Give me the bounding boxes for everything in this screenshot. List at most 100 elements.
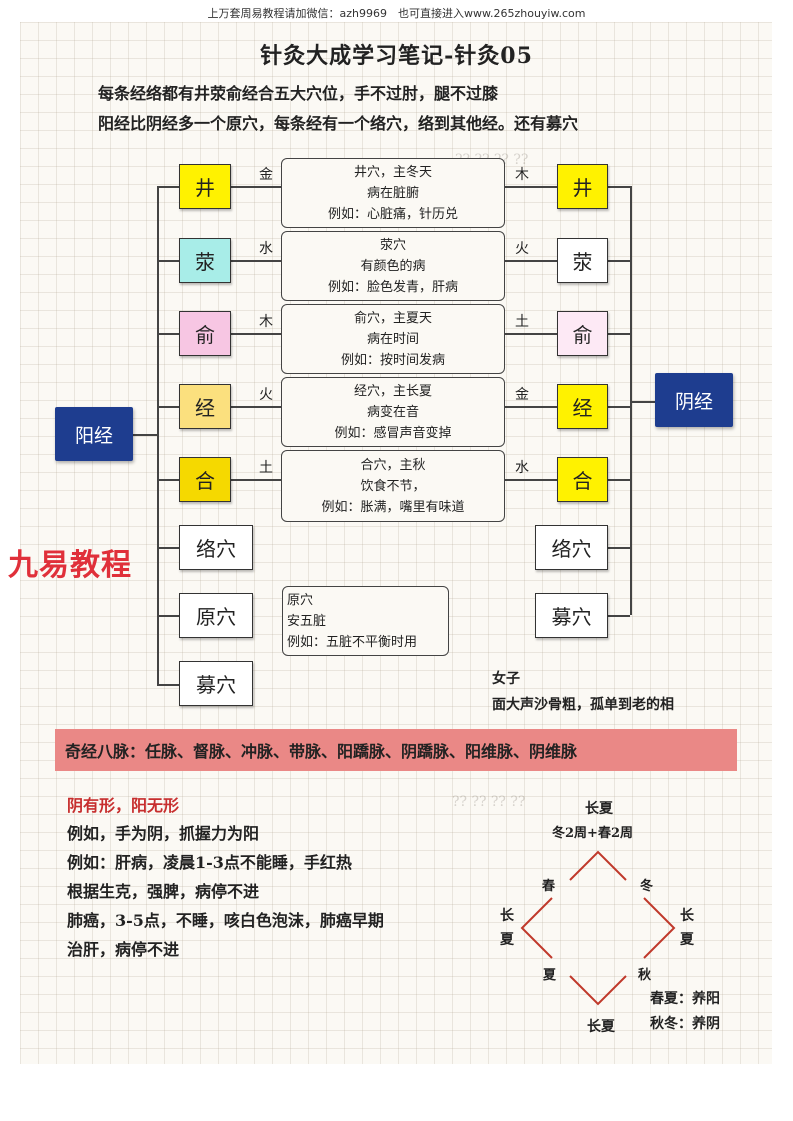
faint-watermark: ?? ?? ?? ?? bbox=[452, 794, 526, 810]
desc-line: 例如：脸色发青，肝病 bbox=[327, 279, 458, 295]
desc-line: 井穴，主冬天 bbox=[353, 164, 432, 180]
cycle-legend-autumn-winter: 秋冬：养阴 bbox=[650, 1016, 720, 1032]
connector bbox=[608, 615, 630, 617]
desc-line: 例如：感冒声音变掉 bbox=[334, 425, 452, 441]
cycle-winter-label: 冬 bbox=[640, 879, 654, 894]
cycle-spring-label: 春 bbox=[542, 879, 556, 894]
cycle-top-sub-label: 冬2周+春2周 bbox=[552, 826, 633, 841]
right-element-2: 土 bbox=[515, 314, 529, 330]
note-line-3: 根据生克，强脾，病停不进 bbox=[67, 882, 260, 901]
cycle-top-chevron bbox=[569, 850, 627, 881]
page-title: 针灸大成学习笔记-针灸05 bbox=[260, 43, 533, 69]
left-element-0: 金 bbox=[259, 167, 273, 183]
description-box-jing-river: 经穴，主长夏 病变在音 例如：感冒声音变掉 bbox=[281, 377, 505, 447]
connector bbox=[231, 186, 281, 188]
right-element-0: 木 bbox=[515, 167, 529, 183]
connector bbox=[157, 547, 179, 549]
left-point-yuan: 原穴 bbox=[179, 593, 253, 638]
desc-line: 病变在音 bbox=[366, 404, 419, 420]
desc-line: 俞穴，主夏天 bbox=[353, 310, 432, 326]
connector bbox=[505, 186, 557, 188]
left-point-mu: 募穴 bbox=[179, 661, 253, 706]
intro-line-1: 每条经络都有井荥俞经合五大穴位，手不过肘，腿不过膝 bbox=[98, 84, 499, 103]
connector bbox=[231, 333, 281, 335]
desc-line: 合穴，主秋 bbox=[360, 457, 426, 473]
note-line-2: 例如：肝病，凌晨1-3点不能睡，手红热 bbox=[67, 853, 352, 872]
connector bbox=[505, 333, 557, 335]
cycle-left-label: 长夏 bbox=[500, 908, 514, 948]
connector bbox=[608, 479, 630, 481]
right-point-luo: 络穴 bbox=[535, 525, 608, 570]
notes-heading: 阴有形，阳无形 bbox=[67, 796, 180, 815]
cycle-summer-label: 夏 bbox=[543, 968, 557, 983]
description-box-jing: 井穴，主冬天 病在脏腑 例如：心脏痛，针历兑 bbox=[281, 158, 505, 228]
cycle-top-label: 长夏 bbox=[585, 801, 613, 817]
connector bbox=[157, 260, 179, 262]
desc-line: 安五脏 bbox=[287, 613, 327, 629]
connector bbox=[157, 186, 179, 188]
right-element-4: 水 bbox=[515, 460, 529, 476]
description-box-yuan: 原穴 安五脏 例如：五脏不平衡时用 bbox=[282, 586, 449, 656]
desc-line: 原穴 bbox=[287, 592, 314, 608]
left-point-jing-well: 井 bbox=[179, 164, 231, 209]
desc-line: 例如：心脏痛，针历兑 bbox=[327, 206, 458, 222]
left-element-1: 水 bbox=[259, 241, 273, 257]
desc-line: 例如：胀满，嘴里有味道 bbox=[321, 499, 465, 515]
connector bbox=[630, 401, 656, 403]
note-line-1: 例如，手为阴，抓握力为阳 bbox=[67, 824, 260, 843]
woman-note-text: 面大声沙骨粗，孤单到老的相 bbox=[492, 697, 674, 713]
right-element-1: 火 bbox=[515, 241, 529, 257]
desc-line: 饮食不节， bbox=[360, 478, 426, 494]
connector bbox=[608, 186, 630, 188]
left-element-4: 土 bbox=[259, 460, 273, 476]
right-point-he: 合 bbox=[557, 457, 608, 502]
right-point-jing-river: 经 bbox=[557, 384, 608, 429]
connector bbox=[505, 479, 557, 481]
yang-meridian-label: 阳经 bbox=[55, 407, 133, 461]
right-point-mu: 募穴 bbox=[535, 593, 608, 638]
desc-line: 病在脏腑 bbox=[366, 185, 419, 201]
eight-extraordinary-vessels-bar: 奇经八脉：任脉、督脉、冲脉、带脉、阳蹻脉、阴蹻脉、阳维脉、阴维脉 bbox=[55, 729, 737, 771]
left-element-2: 木 bbox=[259, 314, 273, 330]
connector bbox=[608, 547, 630, 549]
desc-line: 例如：按时间发病 bbox=[340, 352, 445, 368]
connector bbox=[231, 260, 281, 262]
woman-note-title: 女子 bbox=[492, 671, 520, 687]
connector bbox=[133, 434, 157, 436]
right-point-jing-well: 井 bbox=[557, 164, 608, 209]
connector bbox=[157, 186, 159, 684]
yin-meridian-label: 阴经 bbox=[655, 373, 733, 427]
description-box-he: 合穴，主秋 饮食不节， 例如：胀满，嘴里有味道 bbox=[281, 450, 505, 522]
connector bbox=[608, 406, 630, 408]
connector bbox=[505, 260, 557, 262]
connector bbox=[231, 479, 281, 481]
cycle-bottom-label: 长夏 bbox=[587, 1019, 615, 1035]
cycle-autumn-label: 秋 bbox=[638, 968, 652, 983]
connector bbox=[157, 406, 179, 408]
left-element-3: 火 bbox=[259, 387, 273, 403]
top-banner: 上万套周易教程请加微信：azh9969 也可直接进入www.265zhouyiw… bbox=[207, 7, 586, 20]
cycle-right-chevron bbox=[643, 897, 676, 959]
connector bbox=[608, 260, 630, 262]
desc-line: 荥穴 bbox=[379, 237, 406, 253]
cycle-right-label: 长夏 bbox=[680, 908, 694, 948]
note-line-5: 治肝，病停不进 bbox=[67, 940, 180, 959]
right-element-3: 金 bbox=[515, 387, 529, 403]
right-point-ying: 荥 bbox=[557, 238, 608, 283]
left-point-he: 合 bbox=[179, 457, 231, 502]
intro-line-2: 阳经比阴经多一个原穴，每条经有一个络穴，络到其他经。还有募穴 bbox=[98, 114, 579, 133]
connector bbox=[505, 406, 557, 408]
season-cycle-diagram bbox=[520, 850, 676, 1006]
left-point-jing-river: 经 bbox=[179, 384, 231, 429]
cycle-left-chevron bbox=[520, 897, 553, 959]
brand-watermark: 九易教程 bbox=[8, 548, 132, 583]
description-box-shu: 俞穴，主夏天 病在时间 例如：按时间发病 bbox=[281, 304, 505, 374]
desc-line: 有颜色的病 bbox=[360, 258, 426, 274]
connector bbox=[157, 333, 179, 335]
description-box-ying: 荥穴 有颜色的病 例如：脸色发青，肝病 bbox=[281, 231, 505, 301]
left-point-shu: 俞 bbox=[179, 311, 231, 356]
connector bbox=[630, 186, 632, 615]
connector bbox=[157, 684, 179, 686]
cycle-legend-spring-summer: 春夏：养阳 bbox=[650, 991, 720, 1007]
connector bbox=[157, 615, 179, 617]
